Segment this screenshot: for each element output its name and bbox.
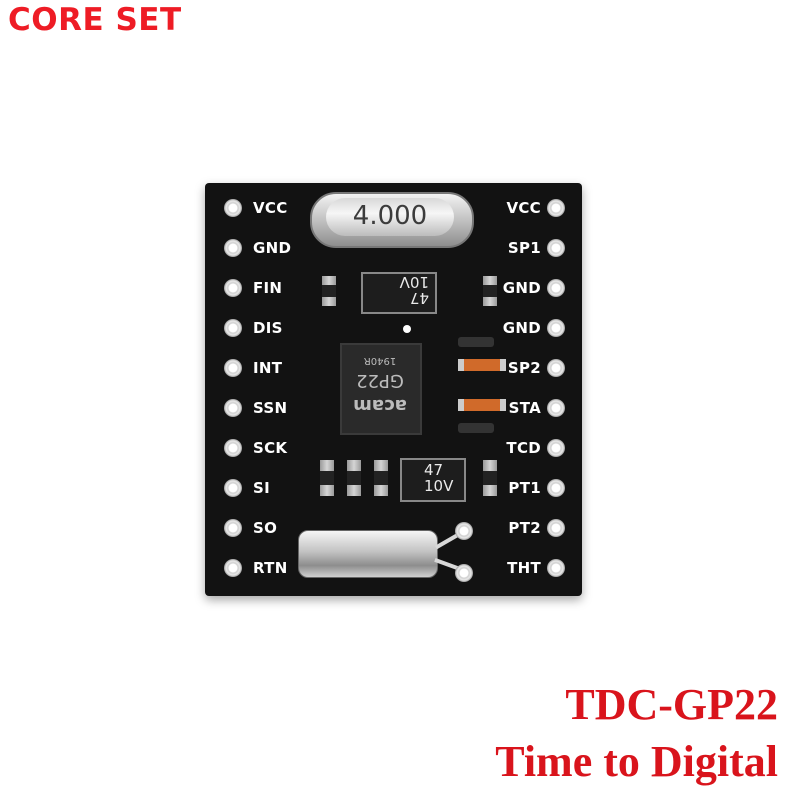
capacitor-value: 47 — [424, 461, 444, 479]
pin-hole — [224, 399, 242, 417]
pin-label-right: PT1 — [508, 479, 541, 497]
pin-hole — [547, 319, 565, 337]
pin-hole — [547, 439, 565, 457]
pin-label-left: GND — [253, 239, 292, 257]
pin-label-left: RTN — [253, 559, 288, 577]
pin-hole — [224, 559, 242, 577]
brand-logo: CORE SET — [8, 2, 182, 38]
smd-resistor — [458, 359, 506, 371]
pin-hole — [547, 479, 565, 497]
pin-hole — [547, 199, 565, 217]
smd-resistor — [458, 399, 506, 411]
pin-label-left: VCC — [253, 199, 288, 217]
chip-marking-date: 1940R — [363, 355, 397, 366]
tantalum-capacitor: 47 10V — [361, 272, 437, 314]
crystal-label: 4.000 — [352, 201, 428, 231]
pin-hole — [224, 479, 242, 497]
smd-component — [322, 276, 336, 306]
smd-component — [374, 460, 388, 496]
pin-hole — [224, 319, 242, 337]
product-title: TDC-GP22 — [565, 680, 778, 729]
pin-label-right: TCD — [506, 439, 541, 457]
chip-marking-part: GP22 — [356, 370, 404, 391]
pin-hole — [224, 199, 242, 217]
pin-label-left: SSN — [253, 399, 288, 417]
pin-label-left: SI — [253, 479, 270, 497]
pin-label-right: STA — [508, 399, 541, 417]
crystal-top — [326, 198, 454, 236]
pin-hole — [547, 399, 565, 417]
pin-label-right: THT — [507, 559, 541, 577]
pin-hole — [224, 519, 242, 537]
pin-label-right: VCC — [506, 199, 541, 217]
smd-component — [483, 276, 497, 306]
pin-label-left: INT — [253, 359, 283, 377]
pin-hole — [547, 519, 565, 537]
pin-label-left: DIS — [253, 319, 283, 337]
pin-hole — [224, 359, 242, 377]
tdc-gp22-chip — [340, 343, 422, 435]
pin-hole — [547, 279, 565, 297]
smd-component — [483, 460, 497, 496]
chip-marking-maker: acam — [353, 395, 407, 416]
pin-hole — [547, 359, 565, 377]
pin-hole — [547, 559, 565, 577]
pin-hole — [224, 439, 242, 457]
capacitor-voltage: 10V — [424, 477, 454, 495]
pin-label-left: FIN — [253, 279, 283, 297]
pad — [455, 564, 473, 582]
cylinder-crystal — [298, 530, 438, 578]
pad — [455, 522, 473, 540]
tantalum-capacitor: 47 10V — [400, 458, 466, 502]
product-subtitle: Time to Digital — [495, 737, 778, 786]
capacitor-value: 47 — [409, 289, 429, 307]
pin-label-right: GND — [502, 279, 541, 297]
pin-label-left: SO — [253, 519, 278, 537]
pin-label-right: SP1 — [507, 239, 541, 257]
pin-hole — [547, 239, 565, 257]
pin-label-right: GND — [502, 319, 541, 337]
pin-hole — [224, 279, 242, 297]
pin-label-right: PT2 — [508, 519, 541, 537]
smd-component — [320, 460, 334, 496]
capacitor-voltage: 10V — [399, 273, 429, 291]
pin-hole — [224, 239, 242, 257]
pin1-dot — [403, 325, 411, 333]
pin-label-right: SP2 — [507, 359, 541, 377]
smd-component — [458, 337, 494, 347]
smd-component — [458, 423, 494, 433]
pin-label-left: SCK — [253, 439, 288, 457]
smd-component — [347, 460, 361, 496]
